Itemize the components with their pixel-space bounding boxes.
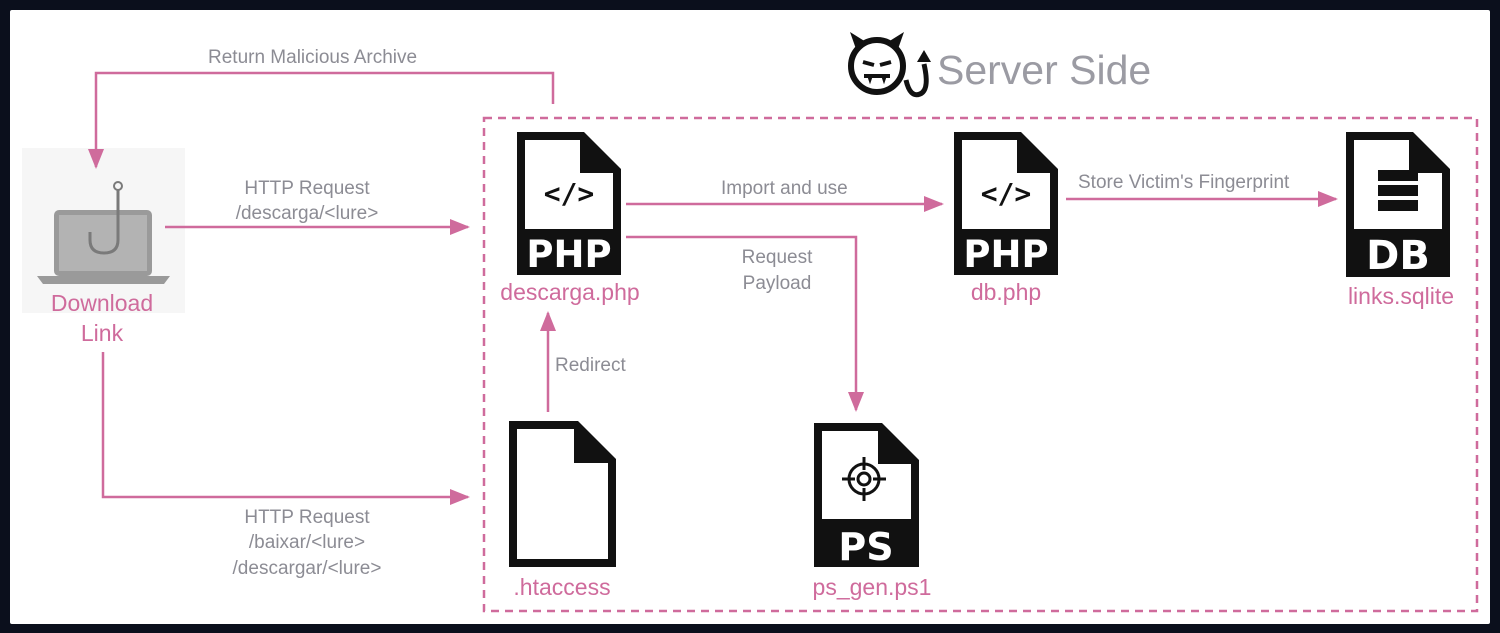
svg-text:PS: PS [838, 525, 893, 569]
svg-text:PHP: PHP [963, 233, 1048, 276]
blank-file-icon [509, 421, 616, 567]
php-file-icon: </> PHP [517, 132, 621, 276]
edge-request-payload [626, 235, 864, 412]
edge-label-redirect: Redirect [555, 355, 626, 376]
db-php-label: db.php [971, 279, 1041, 305]
svg-text:DB: DB [1366, 233, 1430, 279]
download-link-label-line1: Download [51, 290, 153, 316]
svg-text:</>: </> [544, 177, 595, 210]
edge-label-store-fingerprint: Store Victim's Fingerprint [1078, 172, 1290, 193]
edge-label-return-archive: Return Malicious Archive [208, 47, 417, 68]
download-link-label-line2: Link [81, 320, 124, 346]
edge-label-http-baixar-3: /descargar/<lure> [233, 558, 382, 579]
ps-gen-label: ps_gen.ps1 [813, 574, 932, 600]
target-icon [842, 457, 886, 501]
edge-label-http-baixar-2: /baixar/<lure> [249, 532, 365, 553]
edge-label-http-descarga-1: HTTP Request [244, 178, 370, 199]
edge-label-request-payload-2: Payload [743, 273, 812, 294]
edge-label-import-use: Import and use [721, 178, 848, 199]
links-sqlite-label: links.sqlite [1348, 283, 1454, 309]
descarga-php-label: descarga.php [500, 279, 639, 305]
server-side-region [482, 116, 1479, 613]
diagram-canvas [10, 10, 1490, 624]
edge-label-http-descarga-2: /descarga/<lure> [236, 203, 379, 224]
svg-text:PHP: PHP [526, 233, 611, 276]
svg-text:</>: </> [981, 177, 1032, 210]
php-file-icon: </> PHP [954, 132, 1058, 276]
devil-logo-icon [848, 32, 931, 98]
htaccess-label: .htaccess [513, 574, 610, 600]
edge-label-request-payload-1: Request [742, 247, 813, 268]
edge-http-baixar [101, 352, 470, 505]
laptop-hook-icon [37, 181, 170, 284]
edge-return-archive [88, 71, 555, 169]
edge-label-http-baixar-1: HTTP Request [244, 507, 370, 528]
server-side-title: Server Side [937, 47, 1151, 93]
powershell-file-icon: PS [814, 423, 919, 569]
database-file-icon: DB [1346, 132, 1450, 279]
